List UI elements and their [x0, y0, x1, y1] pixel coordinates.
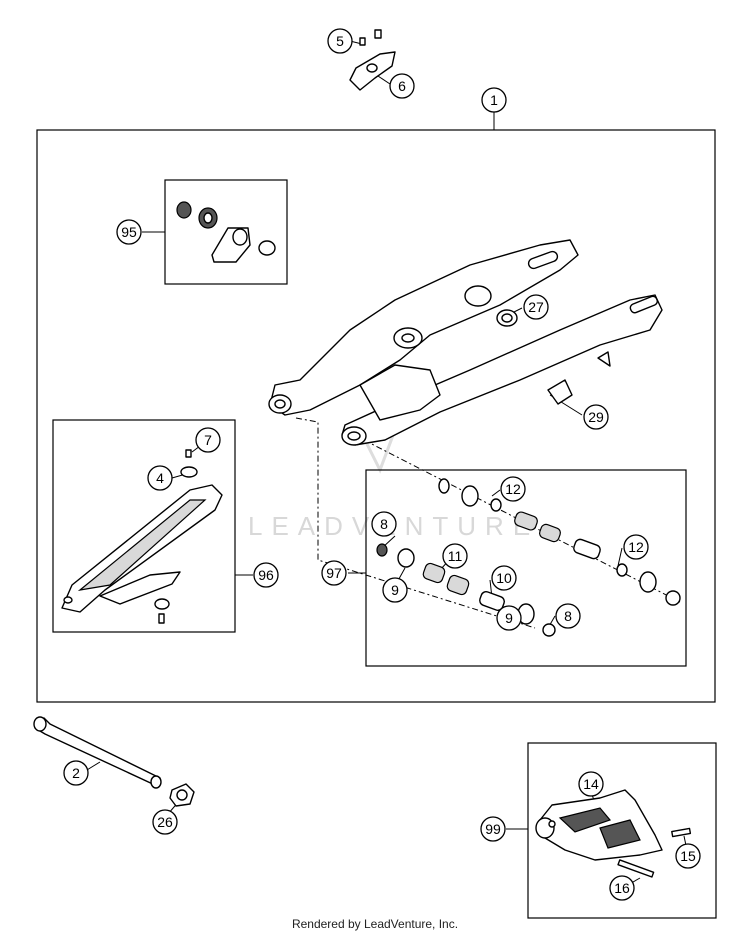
- callout-16: 16: [609, 875, 635, 901]
- chain-slider-96: [61, 449, 223, 624]
- callout-5: 5: [327, 28, 353, 54]
- callout-6: 6: [389, 73, 415, 99]
- leader-lines: [81, 40, 689, 887]
- callout-label: 12: [505, 481, 521, 497]
- callout-label: 5: [336, 33, 344, 49]
- pivot-nut: [169, 783, 195, 807]
- callout-label: 96: [258, 567, 274, 583]
- callout-14: 14: [578, 771, 604, 797]
- callout-label: 26: [157, 814, 173, 830]
- kit-97-frame: [365, 469, 687, 667]
- callout-97: 97: [321, 560, 347, 586]
- kit-95-parts: [176, 201, 276, 263]
- callout-2: 2: [63, 760, 89, 786]
- callout-label: 15: [680, 848, 696, 864]
- callout-label: 8: [564, 608, 572, 624]
- callout-label: 95: [121, 224, 137, 240]
- footer-credit: Rendered by LeadVenture, Inc.: [291, 917, 459, 931]
- callout-label: 27: [528, 299, 544, 315]
- callout-label: 7: [204, 432, 212, 448]
- callout-27: 27: [523, 294, 549, 320]
- callout-label: 2: [72, 765, 80, 781]
- callout-label: 9: [391, 582, 399, 598]
- callout-1: 1: [481, 87, 507, 113]
- callout-label: 9: [505, 610, 513, 626]
- callout-4: 4: [147, 465, 173, 491]
- callout-label: 8: [380, 516, 388, 532]
- callout-8-right: 8: [555, 603, 581, 629]
- callout-96: 96: [253, 562, 279, 588]
- callout-label: 29: [588, 409, 604, 425]
- callout-label: 1: [490, 92, 498, 108]
- callout-label: 99: [485, 821, 501, 837]
- pivot-bolt: [33, 716, 162, 789]
- callout-29: 29: [583, 404, 609, 430]
- callout-label: 11: [448, 548, 463, 564]
- callout-9-right: 9: [496, 605, 522, 631]
- swingarm: [268, 239, 663, 446]
- callout-99: 99: [480, 816, 506, 842]
- main-assembly-frame: [36, 129, 716, 703]
- callout-12-top: 12: [500, 476, 526, 502]
- callout-15: 15: [675, 843, 701, 869]
- callout-95: 95: [116, 219, 142, 245]
- callout-12-right: 12: [623, 534, 649, 560]
- callout-label: 12: [628, 539, 644, 555]
- kit-99-frame: [527, 742, 717, 919]
- callout-26: 26: [152, 809, 178, 835]
- callout-label: 16: [614, 880, 630, 896]
- callout-7: 7: [195, 427, 221, 453]
- callout-label: 97: [326, 565, 342, 581]
- chain-guide-99: [535, 789, 692, 878]
- kit-97-parts: [376, 478, 681, 637]
- callout-label: 6: [398, 78, 406, 94]
- callout-8-left: 8: [371, 511, 397, 537]
- callout-9-left: 9: [382, 577, 408, 603]
- kit-96-frame: [52, 419, 236, 633]
- callout-label: 4: [156, 470, 164, 486]
- callout-10: 10: [491, 565, 517, 591]
- chain-slider-block: [349, 29, 396, 91]
- callout-label: 14: [583, 776, 599, 792]
- callout-label: 10: [496, 570, 512, 586]
- callout-11: 11: [442, 543, 468, 569]
